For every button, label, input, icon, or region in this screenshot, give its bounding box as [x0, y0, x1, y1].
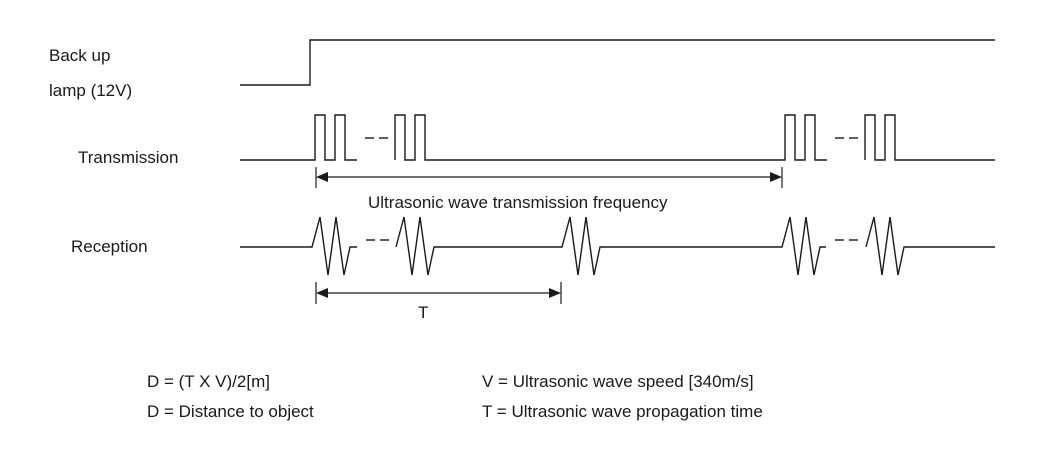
transmission-label: Transmission — [78, 148, 179, 167]
frequency-label: Ultrasonic wave transmission frequency — [368, 193, 668, 212]
backup-lamp-label: Back up — [49, 46, 111, 65]
reception-waveform-left — [240, 216, 357, 276]
time-arrow-head-right — [549, 288, 561, 298]
backup-lamp-waveform — [240, 39, 995, 86]
frequency-arrow-head-right — [770, 172, 782, 182]
reception-waveform-right — [865, 216, 995, 276]
distance-definition: D = Distance to object — [147, 402, 314, 421]
propagation-time-definition: T = Ultrasonic wave propagation time — [482, 402, 763, 421]
speed-definition: V = Ultrasonic wave speed [340m/s] — [482, 372, 754, 391]
transmission-waveform-right — [864, 114, 995, 161]
transmission-waveform-middle — [394, 114, 827, 161]
reception-label: Reception — [71, 237, 148, 256]
reception-waveform-middle — [395, 216, 826, 276]
distance-formula: D = (T X V)/2[m] — [147, 372, 270, 391]
transmission-waveform-left — [240, 114, 357, 161]
time-label: T — [418, 303, 429, 322]
time-arrow-head-left — [316, 288, 328, 298]
backup-lamp-label-voltage: lamp (12V) — [49, 81, 133, 100]
frequency-arrow-head-left — [316, 172, 328, 182]
